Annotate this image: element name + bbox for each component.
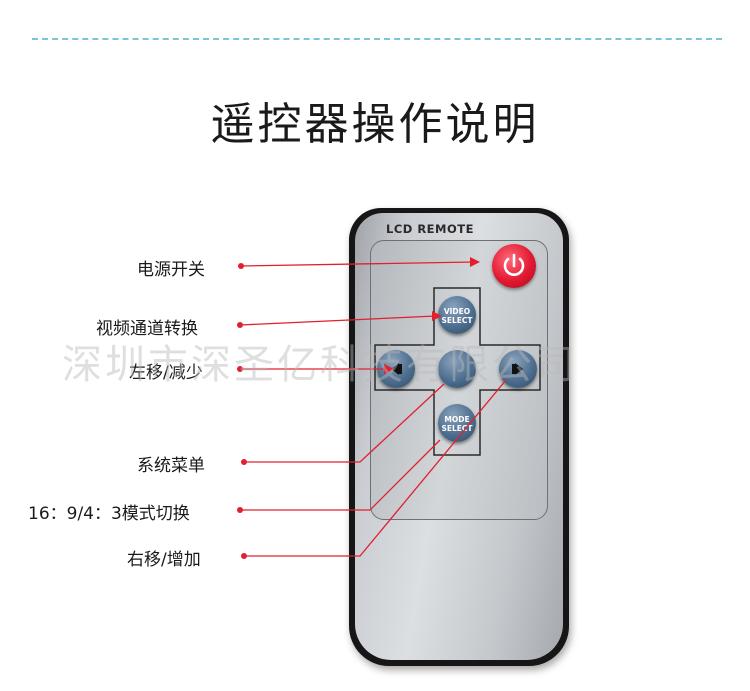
power-icon — [503, 253, 525, 276]
video-select-button[interactable]: VIDEO SELECT — [438, 296, 476, 334]
label-power: 电源开关 — [137, 260, 205, 280]
label-menu: 系统菜单 — [137, 456, 205, 476]
label-right: 右移/增加 — [127, 550, 201, 570]
menu-button[interactable] — [438, 350, 476, 388]
label-ratio: 16：9/4：3模式切换 — [28, 504, 190, 524]
video-select-label: VIDEO SELECT — [441, 307, 473, 325]
dashed-divider — [32, 38, 722, 40]
remote-label: LCD REMOTE — [386, 222, 474, 236]
label-left: 左移/减少 — [129, 363, 203, 383]
right-arrow-icon — [512, 363, 523, 375]
power-button[interactable] — [492, 244, 536, 288]
label-video: 视频通道转换 — [96, 319, 198, 339]
page-title: 遥控器操作说明 — [210, 99, 540, 150]
mode-select-label: MODE SELECT — [441, 415, 473, 433]
left-arrow-icon — [391, 363, 402, 375]
